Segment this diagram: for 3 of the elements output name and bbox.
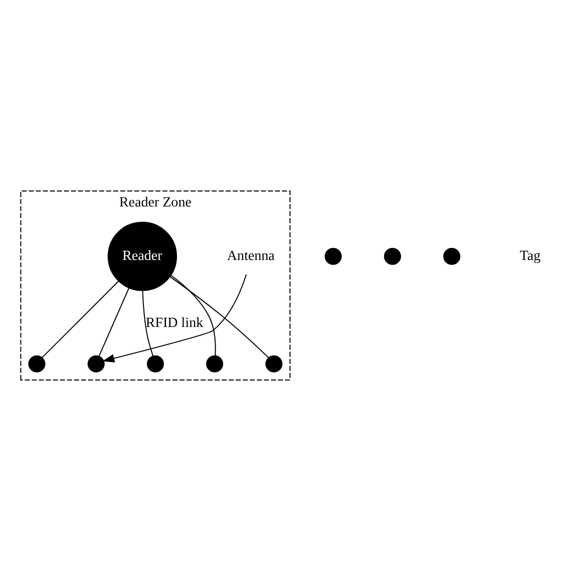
edge-label: RFID link xyxy=(146,314,204,331)
node-text: Antenna xyxy=(227,248,275,264)
label: Tag xyxy=(520,248,541,264)
